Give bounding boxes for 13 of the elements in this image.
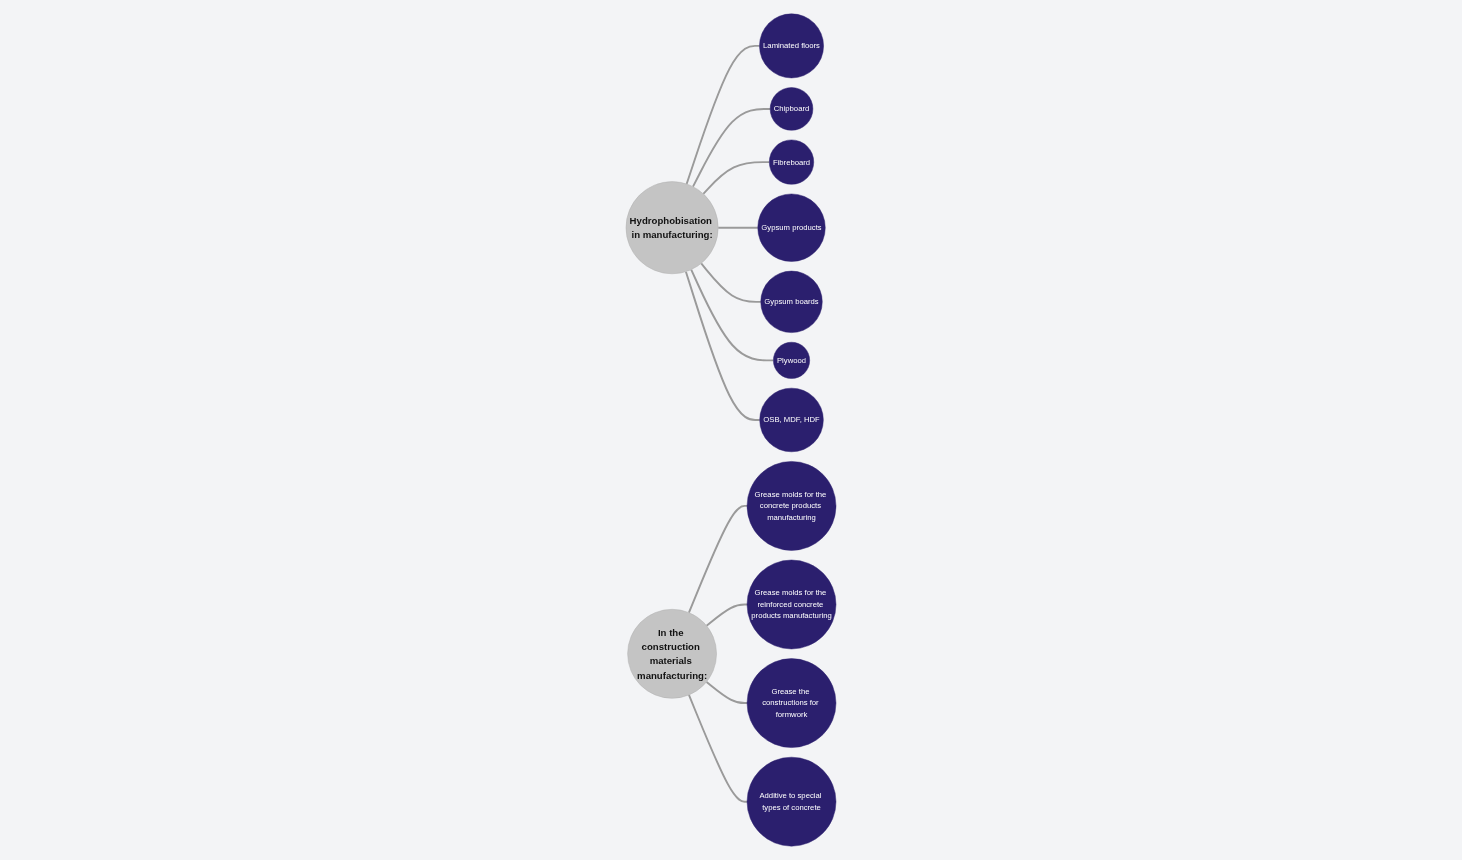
- node-circle: In the construction materials manufacturing:: [627, 609, 717, 699]
- connector: [685, 44, 761, 185]
- connector: [705, 603, 748, 627]
- connector: [688, 694, 748, 803]
- connector: [692, 107, 772, 188]
- connector: [702, 161, 771, 195]
- connector: [700, 262, 762, 303]
- connector: [684, 270, 761, 421]
- connector: [688, 504, 748, 614]
- connector: [690, 268, 775, 362]
- node-circle: Hydrophobisation in manufacturing:: [625, 181, 719, 275]
- connector: [705, 680, 748, 705]
- connector: [717, 226, 759, 229]
